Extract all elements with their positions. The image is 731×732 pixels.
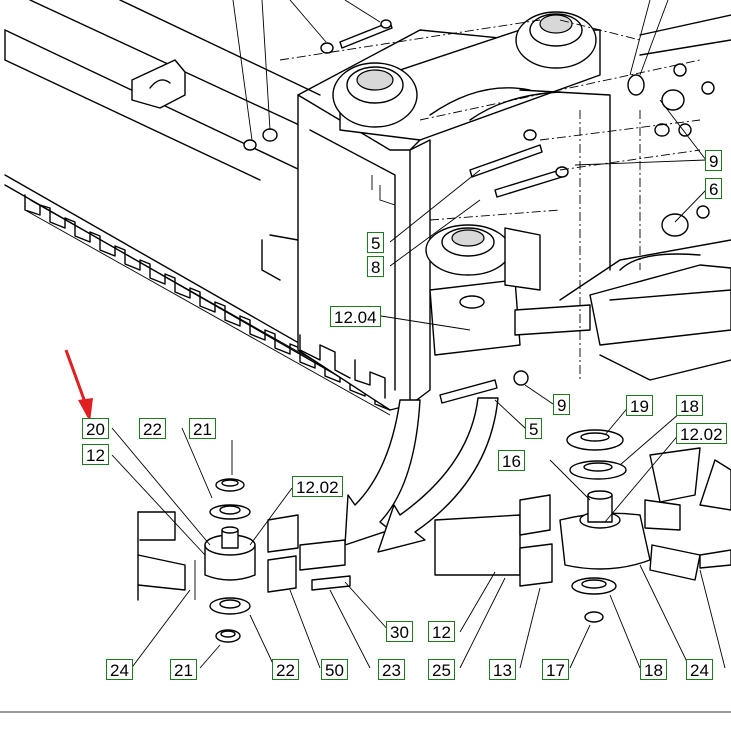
part-label-18: 18	[640, 659, 667, 680]
part-label-6: 6	[705, 178, 723, 199]
part-label-9: 9	[553, 394, 571, 415]
part-label-50: 50	[321, 659, 348, 680]
part-label-21: 21	[170, 659, 197, 680]
part-label-22: 22	[272, 659, 299, 680]
part-label-23: 23	[378, 659, 405, 680]
part-label-13: 13	[489, 659, 516, 680]
part-label-18: 18	[676, 395, 703, 416]
red-pointer	[64, 349, 93, 422]
part-label-16: 16	[498, 450, 525, 471]
part-label-24: 24	[106, 659, 133, 680]
part-label-12-02: 12.02	[292, 476, 343, 497]
assembly-arrows	[344, 397, 499, 553]
part-label-24: 24	[686, 659, 713, 680]
rocker-arm	[332, 11, 601, 141]
cutter-beam	[4, 0, 396, 416]
upper-fasteners	[243, 19, 715, 404]
lower-hub	[425, 224, 591, 356]
center-lines	[279, 19, 701, 380]
bottom-divider	[0, 711, 731, 713]
gearbox-housing	[261, 29, 521, 411]
part-label-19: 19	[626, 395, 653, 416]
part-label-5: 5	[367, 232, 385, 253]
part-label-20: 20	[82, 418, 109, 439]
part-label-30: 30	[386, 621, 413, 642]
part-label-25: 25	[428, 659, 455, 680]
lower-left-assembly	[137, 478, 351, 643]
part-label-9: 9	[705, 150, 723, 171]
part-label-12: 12	[428, 621, 455, 642]
part-label-12-02: 12.02	[676, 423, 727, 444]
part-label-12: 12	[82, 444, 109, 465]
rear-frame	[519, 14, 731, 381]
part-label-5: 5	[525, 418, 543, 439]
lower-right-assembly	[434, 429, 731, 623]
part-label-12-04: 12.04	[330, 306, 381, 327]
part-label-21: 21	[189, 418, 216, 439]
part-label-8: 8	[367, 256, 385, 277]
part-label-17: 17	[542, 659, 569, 680]
part-label-22: 22	[139, 418, 166, 439]
leader-lines	[111, 0, 726, 671]
